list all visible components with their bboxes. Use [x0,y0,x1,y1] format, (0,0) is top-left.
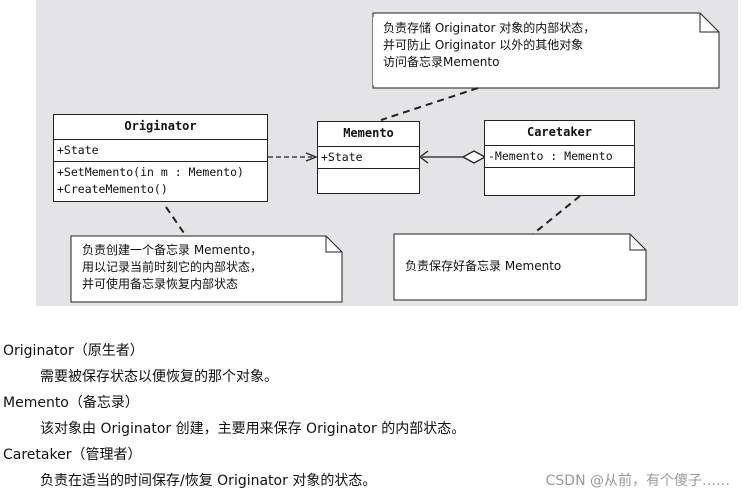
originator-class-name: Originator [54,115,267,140]
originator-note-line: 用以记录当前时刻它的内部状态， [82,260,263,274]
originator-attr-state: +State [57,143,99,157]
caretaker-note-link [532,195,581,235]
memento-note-line: 并可防止 Originator 以外的其他对象 [383,38,584,52]
caretaker-description: 负责在适当的时间保存/恢复 Originator 对象的状态。 [40,473,377,489]
memento-attributes: +State [318,147,419,169]
role-descriptions: Originator（原生者） 需要被保存状态以便恢复的那个对象。 Mement… [3,338,742,494]
originator-description: 需要被保存状态以便恢复的那个对象。 [40,369,278,385]
memento-operations [318,169,419,195]
originator-op-setmemento: +SetMemento(in m : Memento) [57,165,244,179]
originator-term: Originator（原生者） [3,343,144,359]
originator-class: Originator +State +SetMemento(in m : Mem… [53,114,268,202]
caretaker-class-name: Caretaker [485,121,634,146]
aggregation-diamond [461,150,487,164]
memento-term: Memento（备忘录） [3,395,139,411]
caretaker-term: Caretaker（管理者） [3,447,142,463]
memento-class: Memento +State [317,121,420,194]
originator-note: 负责创建一个备忘录 Memento， 用以记录当前时刻它的内部状态， 并可使用备… [72,240,324,300]
originator-note-line: 负责创建一个备忘录 Memento， [82,243,263,257]
aggregation-arrowhead [418,150,429,164]
originator-note-link [165,206,187,237]
originator-note-line: 并可使用备忘录恢复内部状态 [82,277,239,291]
originator-attributes: +State [54,140,267,162]
originator-op-creatememento: +CreateMemento() [57,182,168,196]
memento-note: 负责存储 Originator 对象的内部状态， 并可防止 Originator… [373,17,693,85]
memento-note-link [380,87,479,121]
uml-diagram: Originator +State +SetMemento(in m : Mem… [36,0,738,306]
memento-class-name: Memento [318,122,419,147]
memento-description: 该对象由 Originator 创建，主要用来保存 Originator 的内部… [40,421,466,437]
memento-note-line: 负责存储 Originator 对象的内部状态， [383,21,596,35]
watermark: CSDN @从前，有个傻子…… [545,473,730,489]
caretaker-operations [485,168,634,196]
caretaker-class: Caretaker -Memento : Memento [484,120,635,196]
memento-attr-state: +State [321,150,363,164]
caretaker-attributes: -Memento : Memento [485,146,634,168]
dependency-arrowhead [305,152,318,162]
caretaker-attr-memento: -Memento : Memento [488,149,613,163]
caretaker-note: 负责保存好备忘录 Memento [395,252,625,288]
originator-operations: +SetMemento(in m : Memento) +CreateMemen… [54,162,267,200]
memento-note-line: 访问备忘录Memento [383,55,500,69]
caretaker-note-line: 负责保存好备忘录 Memento [405,259,562,273]
